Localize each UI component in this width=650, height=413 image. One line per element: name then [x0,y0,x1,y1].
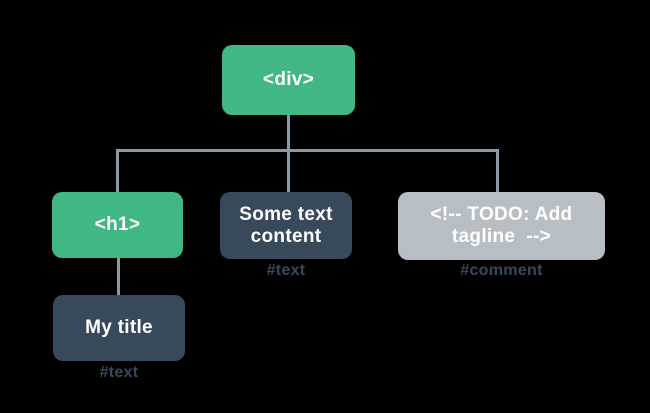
node-div-element: <div> [222,45,355,115]
node-comment-line1: <!-- TODO: Add [430,204,573,225]
node-my-title: My title [53,295,185,361]
node-h1-label: <h1> [94,214,141,235]
connector-horizontal [116,149,499,152]
node-text-line1: Some text [239,203,333,225]
connector-drop-text [287,149,290,192]
node-my-title-label: My title [85,317,153,338]
connector-root-stem [287,115,290,152]
node-div-label: <div> [262,69,315,90]
connector-drop-comment [496,149,499,192]
node-comment: <!-- TODO: Add tagline --> [398,192,605,260]
connector-h1-title [117,258,120,295]
node-text-line2: content [250,225,322,247]
node-text-content: Some text content [220,192,352,259]
caption-text-node: #text [266,262,306,279]
node-comment-line2: tagline --> [451,226,552,247]
node-h1-element: <h1> [52,192,183,258]
connector-drop-h1 [116,149,119,192]
caption-comment-node: #comment [460,262,543,279]
caption-my-title-node: #text [99,364,139,381]
